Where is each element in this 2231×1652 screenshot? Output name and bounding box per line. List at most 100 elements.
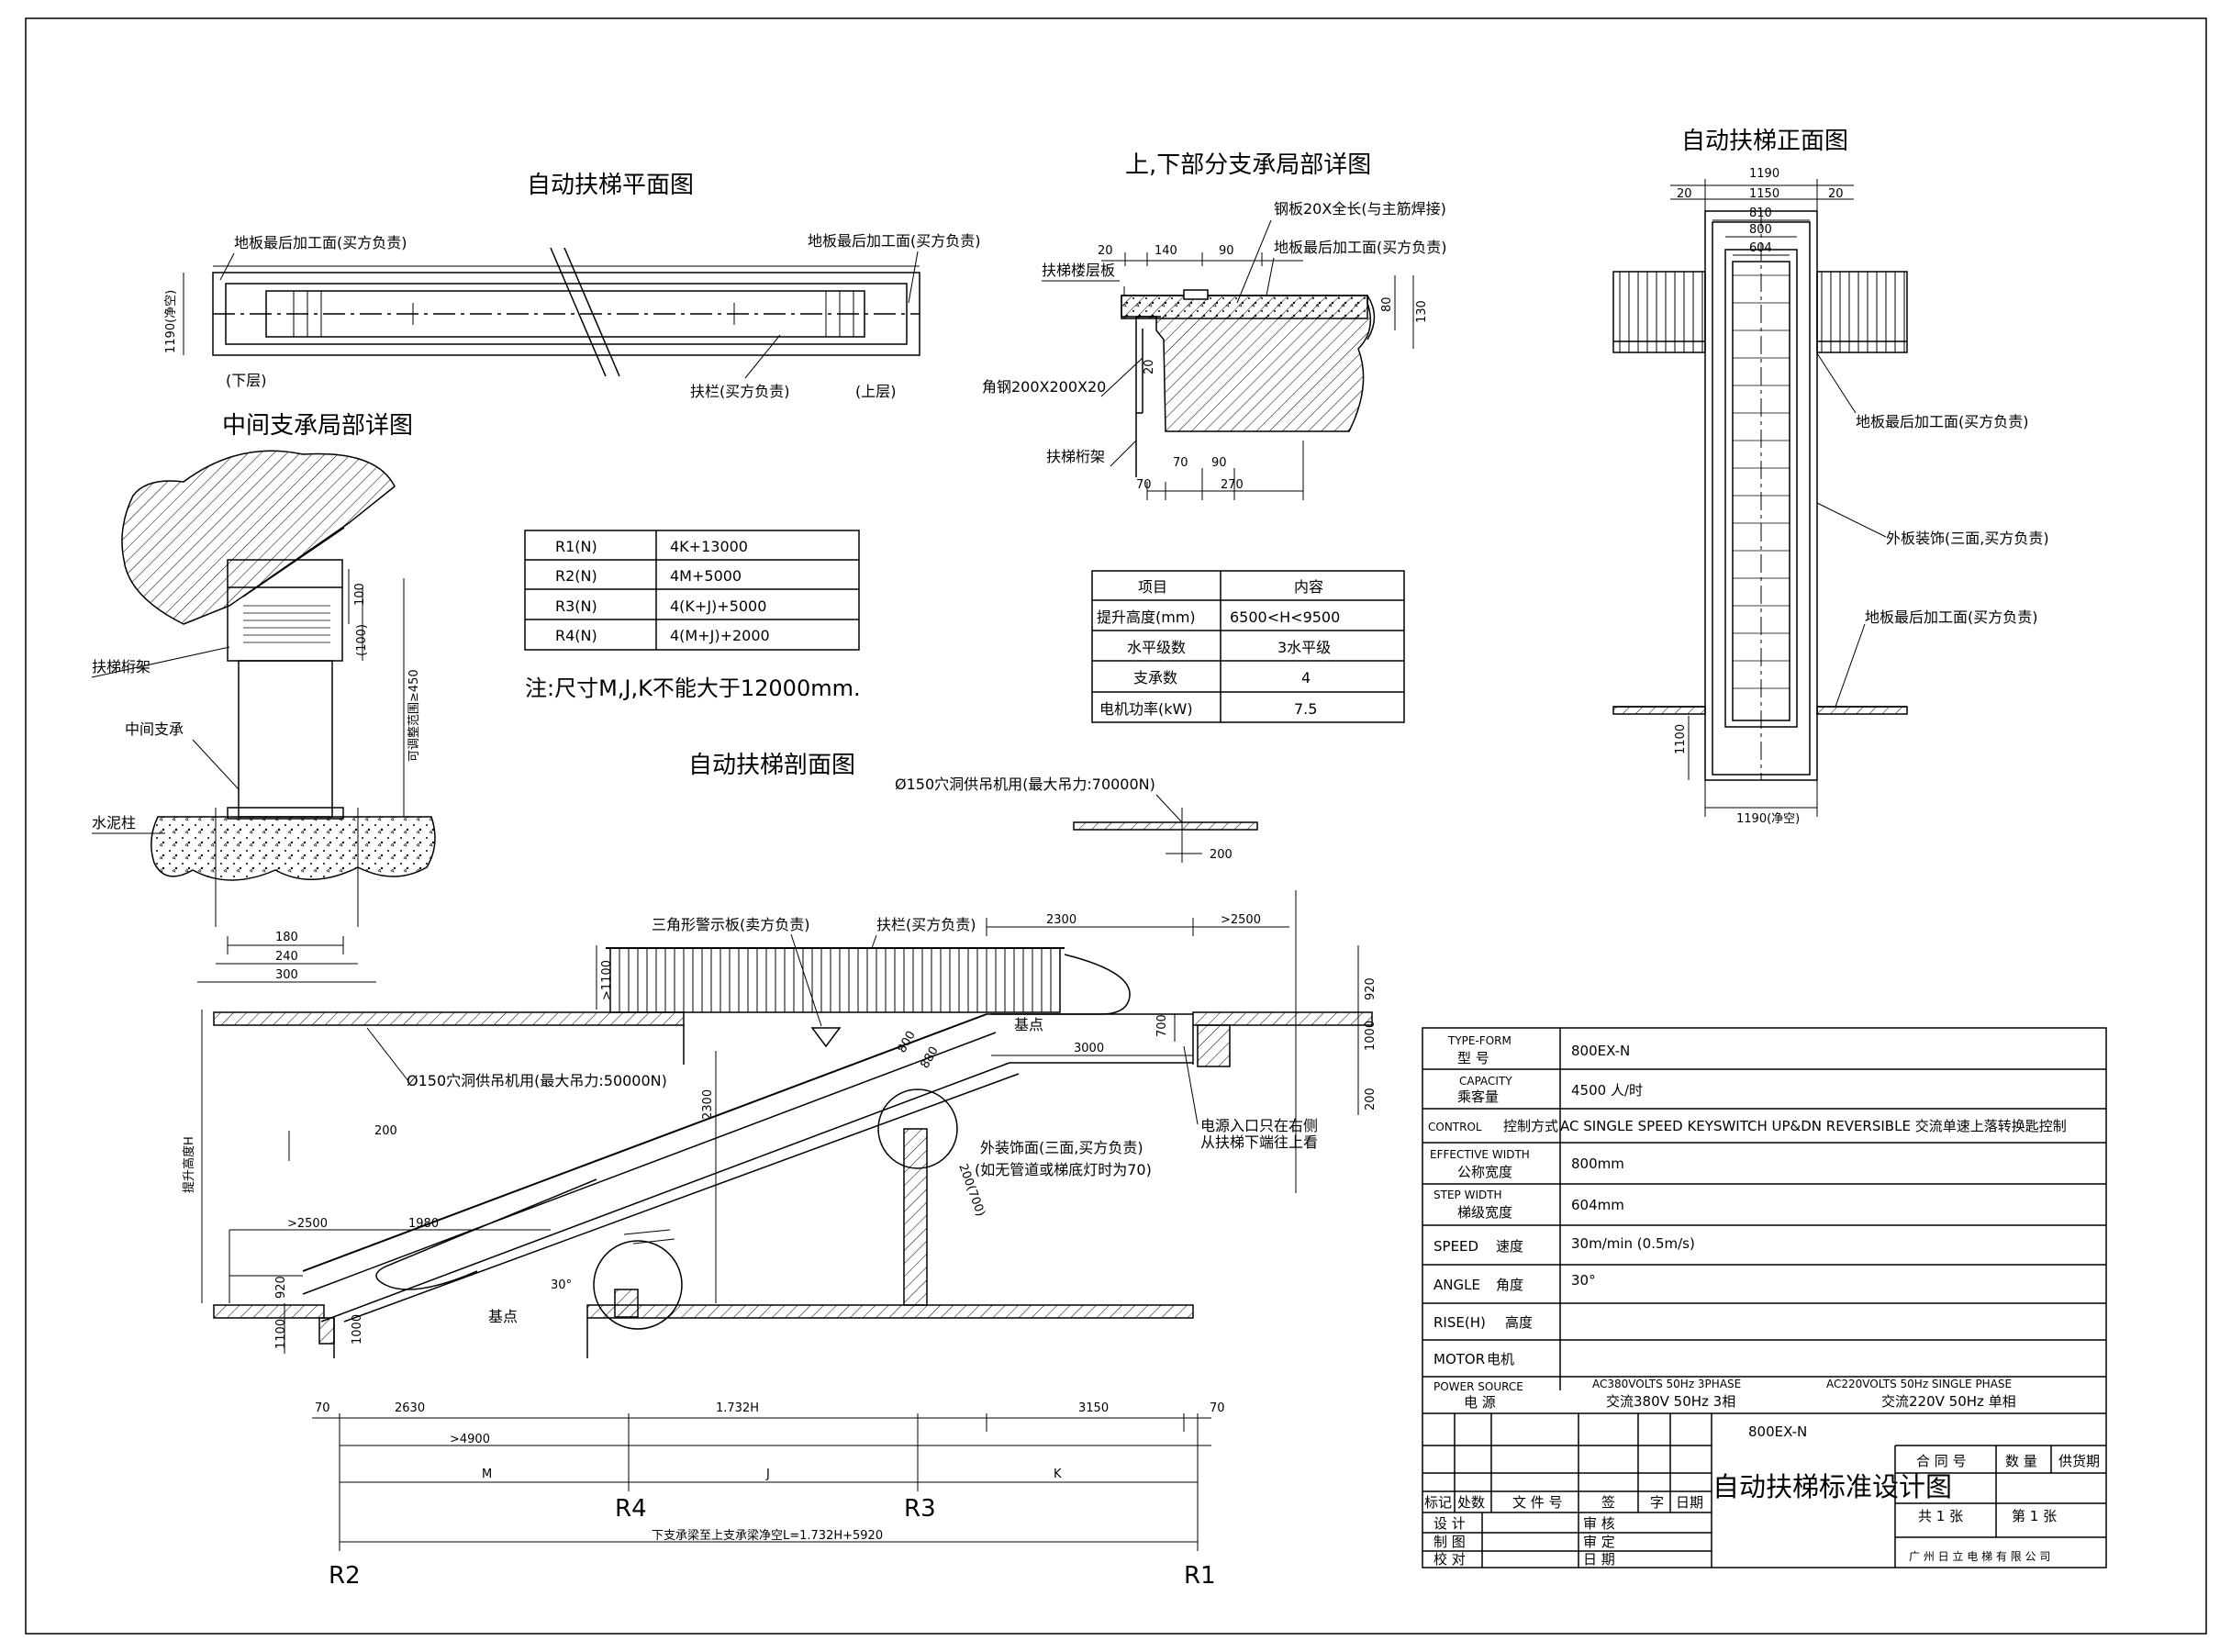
support-d90a: 90 xyxy=(1219,244,1234,258)
section-d1100: >1100 xyxy=(600,960,614,1000)
section-hole-bottom: Ø150穴洞供吊机用(最大吊力:50000N) xyxy=(407,1072,667,1089)
reaction-row-1-value: 4K+13000 xyxy=(670,538,748,555)
spec-row-1-name: 提升高度(mm) xyxy=(1097,608,1196,626)
tb-rev-sign: 签 xyxy=(1601,1494,1615,1511)
section-d2630: 2630 xyxy=(395,1401,425,1415)
tb-row-7-cn: 角度 xyxy=(1496,1277,1523,1293)
tb-rev-date: 日期 xyxy=(1676,1494,1703,1511)
section-r4: R4 xyxy=(615,1495,647,1523)
tb-sign-date: 日 期 xyxy=(1583,1551,1615,1568)
tb-power-a-en: AC380VOLTS 50Hz 3PHASE xyxy=(1592,1378,1741,1390)
tb-row-7-val: 30° xyxy=(1571,1272,1596,1289)
plan-upper-label: (上层) xyxy=(855,383,897,400)
section-d1100l: 1100 xyxy=(274,1319,288,1349)
mid-support-title: 中间支承局部详图 xyxy=(222,412,413,440)
section-rise: 提升高度H xyxy=(182,1136,196,1193)
section-power-1: 电源入口只在右侧 xyxy=(1200,1117,1318,1134)
mid-d100: 100 xyxy=(353,583,367,606)
section-r1: R1 xyxy=(1184,1562,1216,1590)
tb-row-4-val: 800mm xyxy=(1571,1155,1624,1172)
support-d90b: 90 xyxy=(1211,456,1227,470)
tb-model: 800EX-N xyxy=(1748,1423,1807,1440)
tb-row-9-cn: 电机 xyxy=(1487,1351,1514,1367)
tb-row-4-en: EFFECTIVE WIDTH xyxy=(1430,1148,1530,1161)
reaction-row-2-name: R2(N) xyxy=(555,567,597,585)
tb-sign-approve: 审 定 xyxy=(1583,1534,1615,1550)
tb-row-4-cn: 公称宽度 xyxy=(1457,1164,1512,1180)
tb-company: 广 州 日 立 电 梯 有 限 公 司 xyxy=(1909,1549,2050,1563)
front-title: 自动扶梯正面图 xyxy=(1681,128,1848,155)
section-k: K xyxy=(1054,1468,1062,1481)
tb-row-2-en: CAPACITY xyxy=(1459,1075,1512,1088)
spec-table: 项目 内容 提升高度(mm) 6500<H<9500 水平级数 3水平级 支承数… xyxy=(1091,570,1405,723)
plan-floor-right: 地板最后加工面(买方负责) xyxy=(808,232,981,250)
section-d200l: 200 xyxy=(374,1124,397,1138)
spec-header-item: 项目 xyxy=(1138,578,1167,596)
reaction-row-4-value: 4(M+J)+2000 xyxy=(670,627,770,644)
tb-rev-mark: 标记 xyxy=(1424,1494,1452,1511)
section-d920r: 920 xyxy=(1364,977,1378,1000)
tb-row-3-cn: 控制方式 xyxy=(1503,1118,1558,1134)
section-d880: 880 xyxy=(918,1044,941,1071)
tb-power-a-cn: 交流380V 50Hz 3相 xyxy=(1606,1393,1735,1410)
section-title: 自动扶梯剖面图 xyxy=(688,752,855,779)
front-floor-bottom: 地板最后加工面(买方负责) xyxy=(1865,608,2038,626)
reaction-row-4-name: R4(N) xyxy=(555,627,597,644)
tb-row-8-cn: 高度 xyxy=(1505,1314,1533,1331)
section-d2300: 2300 xyxy=(1046,913,1076,927)
mid-column-label: 水泥柱 xyxy=(92,814,136,832)
tb-rev-count: 处数 xyxy=(1457,1494,1485,1511)
tb-row-5-en: STEP WIDTH xyxy=(1433,1189,1502,1201)
section-j: J xyxy=(765,1468,770,1481)
section-d2500l: >2500 xyxy=(287,1217,328,1231)
section-angle: 30° xyxy=(551,1278,572,1292)
mid-truss-label: 扶梯桁架 xyxy=(92,658,151,675)
front-clear: 1190(净空) xyxy=(1736,812,1800,826)
section-d200r: 200 xyxy=(1364,1088,1378,1111)
title-block: TYPE-FORM 型 号 800EX-N CAPACITY 乘客量 4500 … xyxy=(1422,1027,2107,1568)
support-d80: 80 xyxy=(1380,296,1394,312)
tb-row-9-en: MOTOR xyxy=(1433,1351,1485,1367)
spec-row-2-name: 水平级数 xyxy=(1127,639,1186,656)
tb-sheet: 第 1 张 xyxy=(2012,1508,2057,1524)
plan-title: 自动扶梯平面图 xyxy=(527,172,694,199)
support-detail-view: 上,下部分支承局部详图 20 140 90 80 130 20 70 90 70… xyxy=(982,151,1447,500)
support-steel-plate: 钢板20X全长(与主筋焊接) xyxy=(1274,200,1446,218)
section-cladding-1: 外装饰面(三面,买方负责) xyxy=(980,1139,1143,1156)
reaction-row-2-value: 4M+5000 xyxy=(670,567,742,585)
support-d130: 130 xyxy=(1415,300,1429,323)
spec-row-3-name: 支承数 xyxy=(1133,669,1177,686)
section-d700: 700 xyxy=(1155,1014,1169,1037)
section-cladding-2: (如无管道或梯底灯时为70) xyxy=(975,1161,1152,1178)
front-d1100: 1100 xyxy=(1674,724,1688,754)
tb-total: 共 1 张 xyxy=(1918,1508,1963,1524)
spec-row-1-value: 6500<H<9500 xyxy=(1230,608,1340,626)
front-d1190: 1190 xyxy=(1749,167,1779,181)
front-floor-top: 地板最后加工面(买方负责) xyxy=(1856,413,2029,430)
tb-row-3-val: AC SINGLE SPEED KEYSWITCH UP&DN REVERSIB… xyxy=(1560,1118,2067,1134)
support-d140: 140 xyxy=(1155,244,1177,258)
support-d70b: 70 xyxy=(1136,478,1152,492)
mid-d100b: (100) xyxy=(355,624,369,656)
front-d800: 800 xyxy=(1749,223,1772,237)
front-d20a: 20 xyxy=(1677,187,1692,201)
front-d604: 604 xyxy=(1749,241,1772,255)
tb-power-b-cn: 交流220V 50Hz 单相 xyxy=(1881,1393,2016,1410)
mid-d240: 240 xyxy=(275,950,298,964)
section-d200-top: 200 xyxy=(1210,848,1233,862)
tb-drawing-title: 自动扶梯标准设计图 xyxy=(1712,1471,1952,1502)
section-d3150: 3150 xyxy=(1078,1401,1109,1415)
section-d2300v: 2300 xyxy=(701,1089,715,1120)
spec-row-2-value: 3水平级 xyxy=(1277,639,1331,656)
front-d1150: 1150 xyxy=(1749,187,1779,201)
tb-row-1-val: 800EX-N xyxy=(1571,1043,1630,1059)
tb-row-6-val: 30m/min (0.5m/s) xyxy=(1571,1235,1695,1252)
spec-row-4-name: 电机功率(kW) xyxy=(1099,700,1193,718)
spec-header-content: 内容 xyxy=(1294,578,1323,596)
spec-row-4-value: 7.5 xyxy=(1294,700,1317,718)
plan-view: 自动扶梯平面图 1190(净空) 地板最后加工面(买方负责) 地板最后加工面(买… xyxy=(164,172,981,400)
mid-d180: 180 xyxy=(275,931,298,944)
tb-contract: 合 同 号 xyxy=(1916,1453,1967,1469)
reaction-row-3-name: R3(N) xyxy=(555,597,597,615)
support-d20: 20 xyxy=(1098,244,1113,258)
